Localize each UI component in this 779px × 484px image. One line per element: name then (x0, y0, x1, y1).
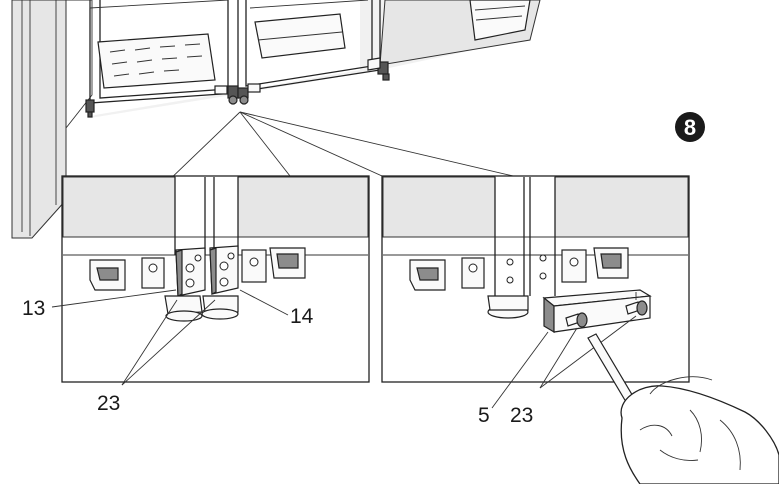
step-badge: 8 (675, 112, 705, 142)
freezer-compartment (85, 0, 237, 118)
left-door (11, 0, 93, 239)
label-23-right: 23 (510, 404, 533, 427)
hinge-cluster (214, 83, 261, 105)
label-5: 5 (478, 404, 490, 427)
gloved-hand-icon (620, 376, 779, 484)
label-14: 14 (290, 305, 314, 328)
step-number: 8 (684, 115, 696, 140)
right-door (367, 0, 541, 81)
bracket-14 (209, 245, 239, 295)
right-detail-frame (381, 175, 690, 409)
label-13: 13 (22, 297, 45, 320)
bracket-13 (175, 247, 206, 297)
left-detail-frame (51, 175, 370, 386)
screws-23 (565, 300, 648, 328)
fridge-overview (11, 0, 541, 239)
label-23-left: 23 (97, 392, 120, 415)
fridge-compartment (237, 0, 381, 93)
